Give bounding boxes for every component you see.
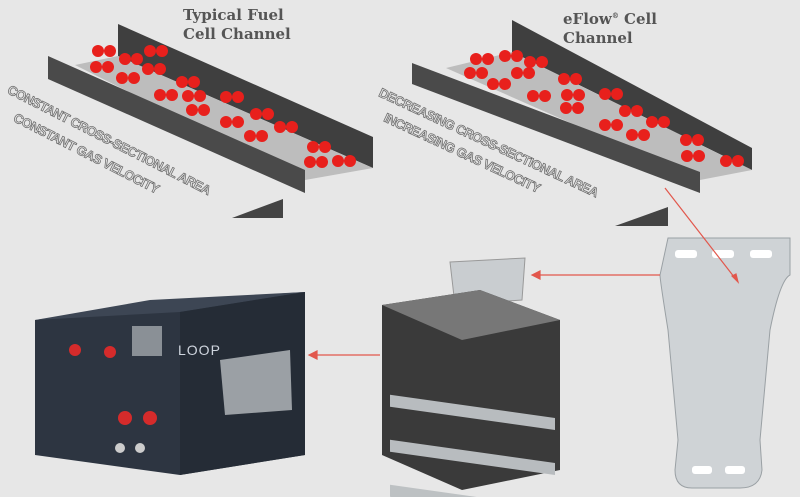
molecule-atom [619,105,631,117]
molecule-atom [232,91,244,103]
molecule-atom [482,53,494,65]
molecule-atom [104,45,116,57]
flow-arrow-head [615,207,668,226]
molecule-atom [573,89,585,101]
molecule-atom [572,102,584,114]
molecule-atom [154,63,166,75]
molecule-atom [720,155,732,167]
molecule-atom [487,78,499,90]
flow-arrow-head [232,199,283,218]
molecule-atom [262,108,274,120]
molecule-atom [256,130,268,142]
molecule-atom [638,129,650,141]
molecule-atom [220,91,232,103]
molecule-atom [499,50,511,62]
molecule-atom [232,116,244,128]
eflow-channel [412,20,752,226]
eflow-channel-title: eFlow® Cell Channel [563,6,657,48]
molecule-atom [464,67,476,79]
molecule-atom [186,104,198,116]
molecule-atom [250,108,262,120]
molecule-atom [316,156,328,168]
molecule-atom [476,67,488,79]
title-line: Typical Fuel [183,6,284,24]
title-rest: Cell [618,10,657,28]
channel-back-wall [512,20,752,170]
molecule-atom [511,67,523,79]
title-line: Cell Channel [183,25,291,43]
molecule-atom [90,61,102,73]
molecule-atom [188,76,200,88]
molecule-atom [599,119,611,131]
molecule-atom [102,61,114,73]
molecule-atom [307,141,319,153]
molecule-atom [119,53,131,65]
molecule-atom [144,45,156,57]
title-line: Channel [563,29,633,47]
molecule-atom [176,76,188,88]
molecule-atom [611,119,623,131]
cell-stack [382,257,560,497]
molecule-atom [511,50,523,62]
loop-logo: LOOP [178,342,221,358]
molecule-atom [570,73,582,85]
molecule-atom [304,156,316,168]
channel-floor [446,52,752,180]
bipolar-plate [659,237,791,489]
title-line: eFlow® Cell [563,6,657,29]
molecule-atom [92,45,104,57]
molecule-atom [658,116,670,128]
molecule-atom [523,67,535,79]
molecule-atom [558,73,570,85]
molecule-atom [156,45,168,57]
molecule-atom [286,121,298,133]
typical-channel-title: Typical Fuel Cell Channel [183,6,291,44]
molecule-atom [536,56,548,68]
molecule-atom [154,89,166,101]
molecule-atom [166,89,178,101]
typical-channel [48,24,373,218]
molecule-atom [680,134,692,146]
loop-product-box [35,292,305,475]
molecule-atom [631,105,643,117]
molecule-atom [732,155,744,167]
molecule-atom [561,89,573,101]
molecule-atom [332,155,344,167]
molecule-atom [681,150,693,162]
molecule-atom [560,102,572,114]
molecule-atom [693,150,705,162]
molecule-atom [194,90,206,102]
molecule-atom [131,53,143,65]
molecule-atom [470,53,482,65]
molecule-atom [524,56,536,68]
pointer-arrows [307,187,740,360]
title-brand: eFlow [563,10,612,28]
molecule-atom [692,134,704,146]
molecule-atom [499,78,511,90]
molecule-atom [646,116,658,128]
molecule-atom [527,90,539,102]
channel-back-wall [118,24,373,168]
molecule-atom [539,90,551,102]
molecule-atom [128,72,140,84]
registered-mark: ® [611,11,619,20]
molecule-atom [220,116,232,128]
molecule-atom [599,88,611,100]
channel-front-wall [412,63,700,193]
molecule-atom [142,63,154,75]
channel-front-wall [48,56,305,193]
molecule-atom [626,129,638,141]
molecule-atom [611,88,623,100]
molecule-atom [198,104,210,116]
molecule-atom [319,141,331,153]
molecule-atom [116,72,128,84]
molecule-atom [244,130,256,142]
molecule-atom [182,90,194,102]
molecule-atom [344,155,356,167]
molecule-atom [274,121,286,133]
